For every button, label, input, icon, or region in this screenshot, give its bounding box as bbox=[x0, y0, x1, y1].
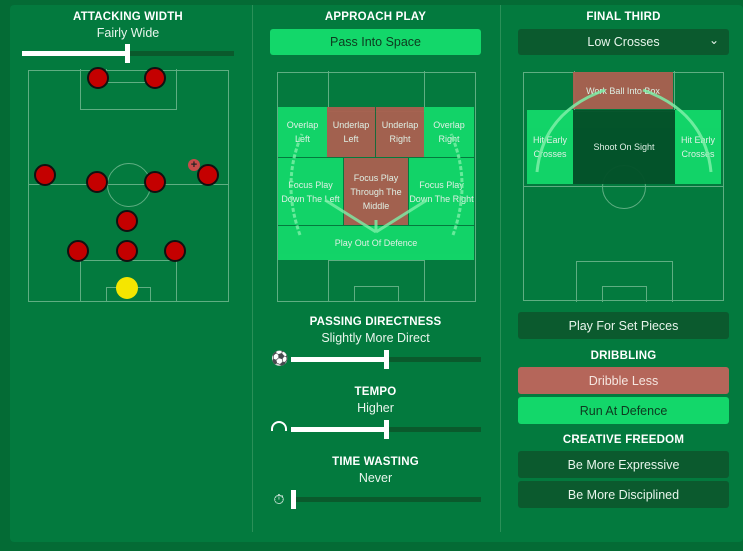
cross-arrows bbox=[535, 88, 713, 173]
speedometer-icon bbox=[271, 421, 287, 431]
player[interactable] bbox=[197, 164, 219, 186]
attacking-width-title: ATTACKING WIDTH bbox=[73, 11, 183, 23]
stopwatch-icon: ⏱ bbox=[273, 491, 285, 507]
zone-hit-early-crosses-right[interactable]: Hit Early Crosses bbox=[675, 110, 721, 184]
zone-underlap-left[interactable]: Underlap Left bbox=[327, 107, 376, 157]
approach-play-title: APPROACH PLAY bbox=[324, 11, 427, 23]
slider-thumb[interactable] bbox=[291, 490, 296, 509]
slider-thumb[interactable] bbox=[384, 350, 389, 369]
player[interactable] bbox=[67, 240, 89, 262]
passing-directness-title: PASSING DIRECTNESS bbox=[309, 316, 442, 328]
final-third-dropdown-value: Low Crosses bbox=[587, 35, 660, 49]
zone-focus-middle[interactable]: Focus Play Through The Middle bbox=[344, 158, 408, 225]
time-wasting-slider[interactable] bbox=[291, 490, 481, 509]
zone-underlap-right[interactable]: Underlap Right bbox=[376, 107, 424, 157]
zone-overlap-left[interactable]: Overlap Left bbox=[278, 107, 327, 157]
zone-work-ball-into-box[interactable]: Work Ball Into Box bbox=[573, 72, 673, 109]
play-for-set-pieces-button[interactable]: Play For Set Pieces bbox=[518, 312, 729, 339]
approach-play-button[interactable]: Pass Into Space bbox=[270, 29, 481, 55]
creative-freedom-title: CREATIVE FREEDOM bbox=[562, 434, 685, 446]
zone-overlap-right[interactable]: Overlap Right bbox=[424, 107, 474, 157]
direction-arrows bbox=[289, 133, 464, 236]
dribbling-title: DRIBBLING bbox=[590, 350, 657, 362]
be-more-disciplined-button[interactable]: Be More Disciplined bbox=[518, 481, 729, 508]
player[interactable] bbox=[144, 67, 166, 89]
passing-directness-value: Slightly More Direct bbox=[321, 331, 430, 345]
tempo-title: TEMPO bbox=[354, 386, 397, 398]
player[interactable] bbox=[164, 240, 186, 262]
player[interactable] bbox=[86, 171, 108, 193]
goalkeeper[interactable] bbox=[116, 277, 138, 299]
player[interactable] bbox=[116, 210, 138, 232]
zone-shoot-on-sight[interactable]: Shoot On Sight bbox=[573, 110, 675, 184]
zone-hit-early-crosses-left[interactable]: Hit Early Crosses bbox=[527, 110, 573, 184]
final-third-dropdown[interactable]: Low Crosses ⌄ bbox=[518, 29, 729, 55]
add-player-icon[interactable]: + bbox=[188, 159, 200, 171]
attacking-width-value: Fairly Wide bbox=[96, 26, 160, 40]
slider-thumb[interactable] bbox=[125, 44, 130, 63]
column-divider bbox=[252, 5, 253, 532]
formation-pitch bbox=[28, 69, 229, 302]
time-wasting-value: Never bbox=[358, 471, 393, 485]
football-icon: ⚽ bbox=[271, 350, 289, 366]
zone-focus-left[interactable]: Focus Play Down The Left bbox=[278, 158, 343, 225]
be-more-expressive-button[interactable]: Be More Expressive bbox=[518, 451, 729, 478]
final-third-title: FINAL THIRD bbox=[586, 11, 661, 23]
chevron-down-icon: ⌄ bbox=[708, 33, 719, 47]
player[interactable] bbox=[116, 240, 138, 262]
player[interactable] bbox=[87, 67, 109, 89]
column-divider bbox=[500, 5, 501, 532]
tempo-slider[interactable] bbox=[291, 420, 481, 439]
player[interactable] bbox=[144, 171, 166, 193]
passing-directness-slider[interactable] bbox=[291, 350, 481, 369]
slider-thumb[interactable] bbox=[384, 420, 389, 439]
player[interactable] bbox=[34, 164, 56, 186]
attacking-width-slider[interactable] bbox=[22, 44, 234, 63]
run-at-defence-button[interactable]: Run At Defence bbox=[518, 397, 729, 424]
dribble-less-button[interactable]: Dribble Less bbox=[518, 367, 729, 394]
time-wasting-title: TIME WASTING bbox=[332, 456, 419, 468]
tempo-value: Higher bbox=[357, 401, 394, 415]
